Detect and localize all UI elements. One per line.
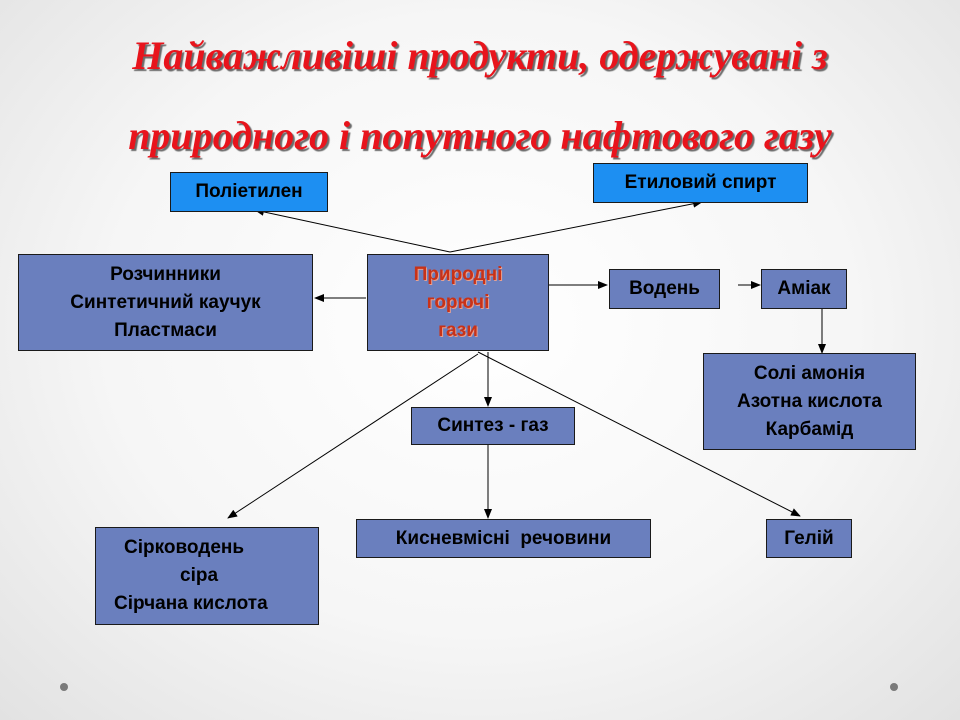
natural-gas-line-1: Природні: [413, 263, 503, 285]
natural-gas-box: Природні горючі гази: [367, 254, 549, 351]
ammonium-products-line-1: Солі амонія: [753, 362, 866, 384]
sulfur-products-line-2: сіра: [180, 565, 219, 586]
ammonium-products-box: Солі амонія Азотна кислота Карбамід: [703, 353, 916, 450]
helium-box: Гелій: [766, 519, 852, 558]
sulfur-products-box: Сірководень сіра Сірчана кислота: [95, 527, 319, 625]
ammonia-box: Аміак: [761, 269, 847, 309]
polyethylene-label: Поліетилен: [195, 181, 303, 202]
syngas-label: Синтез - газ: [437, 415, 549, 436]
natural-gas-line-3: гази: [438, 319, 478, 341]
ammonium-products-line-2: Азотна кислота: [736, 390, 883, 412]
sulfur-products-line-3: Сірчана кислота: [114, 593, 268, 614]
solvents-line-2: Синтетичний каучук: [70, 291, 261, 313]
solvents-line-1: Розчинники: [110, 263, 221, 285]
syngas-box: Синтез - газ: [411, 407, 575, 445]
helium-label: Гелій: [784, 527, 834, 549]
hydrogen-label: Водень: [629, 278, 700, 299]
polyethylene-box: Поліетилен: [170, 172, 328, 212]
arrow-to-polyethylene: [254, 207, 451, 253]
ammonia-label: Аміак: [777, 278, 831, 299]
hydrogen-box: Водень: [609, 269, 720, 309]
solvents-line-3: Пластмаси: [114, 319, 217, 341]
sulfur-products-line-1: Сірководень: [124, 537, 245, 558]
decorative-dot-left: [60, 683, 68, 691]
title-line-2: природного і попутного нафтового газу: [128, 113, 832, 158]
title-line-1: Найважливіші продукти, одержувані з: [132, 33, 828, 78]
ethanol-label: Етиловий спирт: [624, 172, 777, 193]
arrow-to-sulfur-products: [227, 353, 479, 519]
oxygenates-label: Кисневмісні речовини: [395, 527, 612, 549]
oxygenates-box: Кисневмісні речовини: [356, 519, 651, 558]
arrow-to-ethanol: [449, 199, 703, 253]
solvents-box: Розчинники Синтетичний каучук Пластмаси: [18, 254, 313, 351]
decorative-dot-right: [890, 683, 898, 691]
natural-gas-line-2: горючі: [426, 291, 490, 313]
ammonium-products-line-3: Карбамід: [765, 418, 854, 440]
ethanol-box: Етиловий спирт: [593, 163, 808, 203]
arrow-to-helium: [477, 351, 801, 517]
